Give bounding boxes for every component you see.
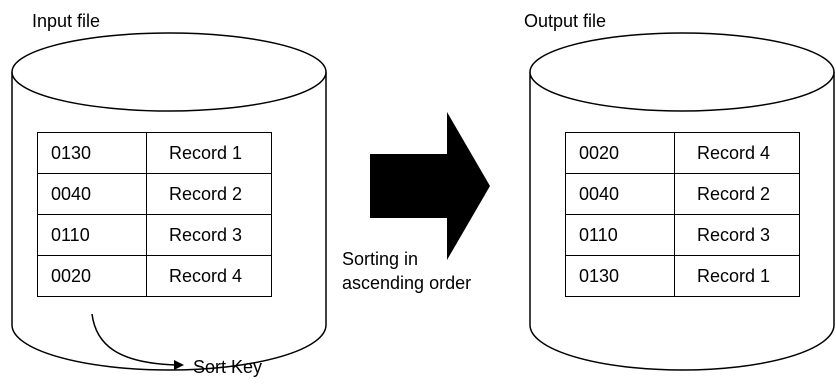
sorting-caption-line2: ascending order: [342, 273, 472, 293]
sort-key-cell: 0130: [565, 255, 675, 297]
record-cell: Record 3: [674, 214, 800, 256]
table-row: 0130 Record 1: [565, 255, 800, 297]
table-row: 0020 Record 4: [37, 255, 272, 297]
record-cell: Record 2: [146, 173, 272, 215]
sort-key-cell: 0130: [37, 132, 147, 174]
sort-key-cell: 0020: [565, 132, 675, 174]
record-cell: Record 4: [146, 255, 272, 297]
table-row: 0110 Record 3: [37, 214, 272, 256]
table-row: 0110 Record 3: [565, 214, 800, 256]
sort-key-label: Sort Key: [193, 357, 263, 377]
sorting-caption-line1: Sorting in: [342, 249, 419, 269]
sort-key-cell: 0110: [37, 214, 147, 256]
record-cell: Record 4: [674, 132, 800, 174]
output-file-title: Output file: [524, 11, 607, 31]
record-cell: Record 1: [674, 255, 800, 297]
input-file-title: Input file: [32, 11, 101, 31]
sort-key-cell: 0020: [37, 255, 147, 297]
record-cell: Record 3: [146, 214, 272, 256]
input-records-table: 0130 Record 1 0040 Record 2 0110 Record …: [37, 132, 272, 297]
table-row: 0020 Record 4: [565, 132, 800, 174]
sort-key-cell: 0040: [565, 173, 675, 215]
output-records-table: 0020 Record 4 0040 Record 2 0110 Record …: [565, 132, 800, 297]
